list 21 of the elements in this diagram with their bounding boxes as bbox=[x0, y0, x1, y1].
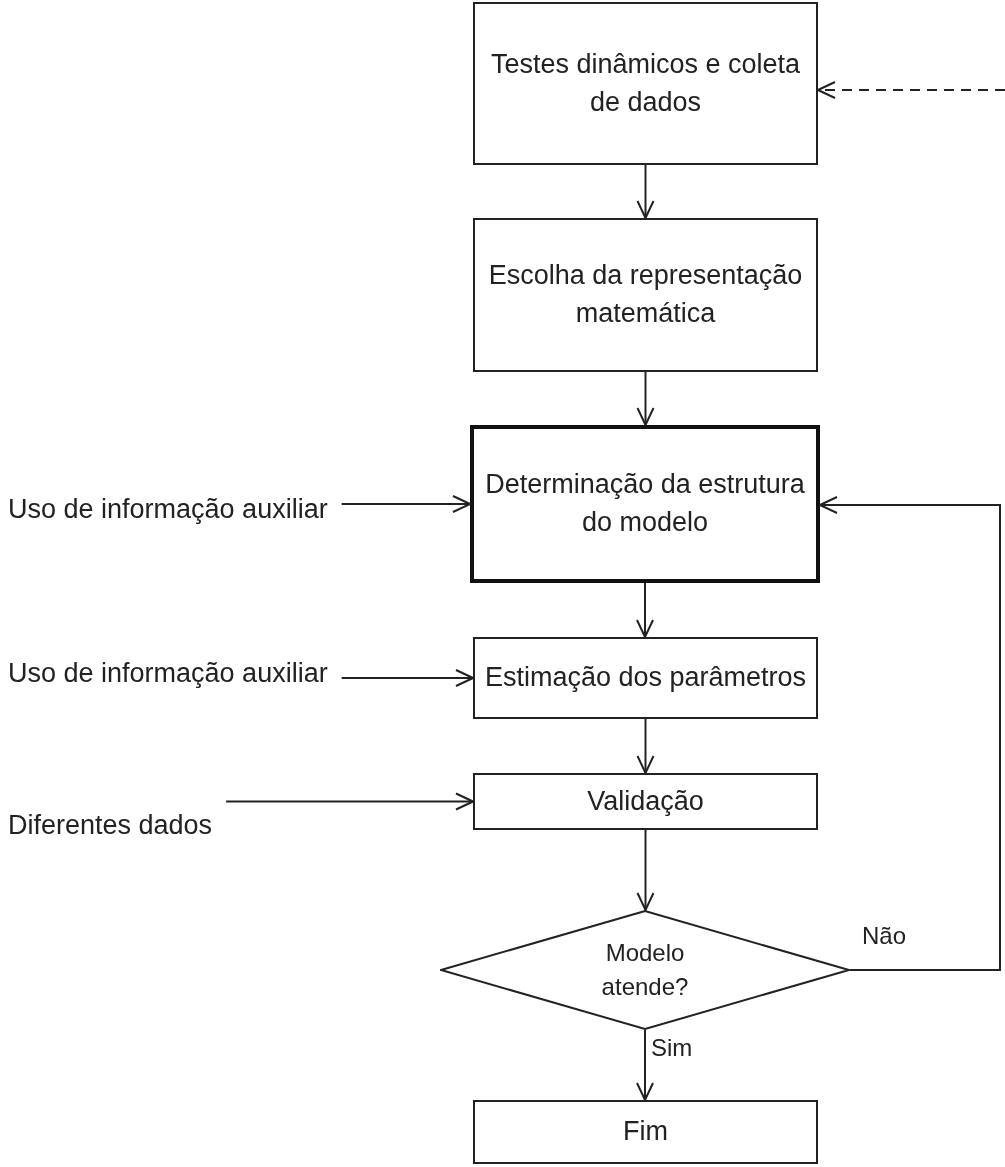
process-box: Determinação da estrutura do modelo bbox=[470, 425, 820, 583]
arrow bbox=[636, 829, 655, 911]
arrow bbox=[636, 1029, 654, 1101]
process-box: Escolha da representação matemática bbox=[473, 218, 818, 372]
arrow bbox=[225, 792, 474, 811]
arrow bbox=[636, 718, 655, 774]
input-text: Uso de informação auxiliar bbox=[8, 626, 348, 722]
process-box: Estimação dos parâmetros bbox=[473, 637, 818, 719]
decision-diamond: Modelo atende? bbox=[440, 910, 850, 1030]
arrow bbox=[340, 495, 471, 513]
arrow bbox=[636, 371, 655, 426]
arrow bbox=[636, 582, 654, 638]
input-text: Diferentes dados bbox=[8, 806, 328, 846]
process-box: Testes dinâmicos e coleta de dados bbox=[473, 2, 818, 165]
dashed-arrow bbox=[817, 81, 1005, 99]
arrow bbox=[636, 164, 655, 219]
input-text: Uso de informação auxiliar bbox=[8, 462, 348, 558]
arrow bbox=[819, 496, 1001, 971]
process-box: Fim bbox=[473, 1100, 818, 1164]
arrow bbox=[340, 669, 474, 687]
process-box: Validação bbox=[473, 773, 818, 830]
